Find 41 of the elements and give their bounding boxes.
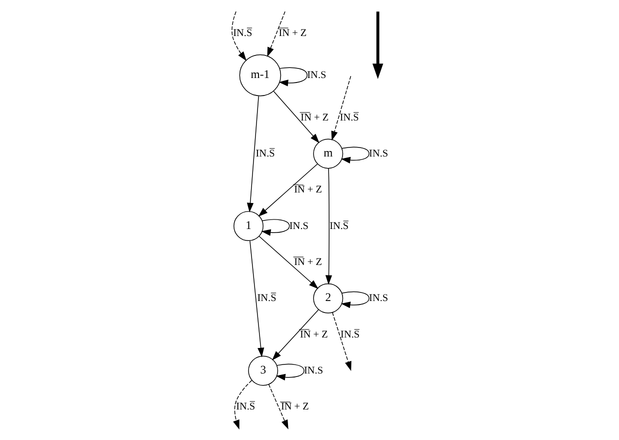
node-circle: m	[312, 138, 343, 169]
edge-label: I̅N̅ + Z	[278, 28, 306, 39]
arrow	[260, 219, 290, 236]
arrow	[268, 384, 288, 430]
node-circle: m-1	[238, 54, 281, 96]
edge-label: I̅N̅ + Z	[300, 112, 328, 124]
arrow	[332, 312, 351, 371]
edge-label: I̅N̅ + Z	[280, 402, 308, 413]
edge-label: IN.S	[288, 220, 308, 232]
node-circle: 2	[312, 283, 343, 314]
edge-label: I̅N̅ + Z	[294, 256, 322, 268]
arrow	[272, 90, 319, 144]
arrow	[275, 364, 304, 381]
node-circle: 3	[248, 356, 278, 386]
arrow	[232, 380, 252, 430]
arrow	[272, 309, 318, 360]
edge-label: IN.S	[368, 293, 388, 304]
edge-label: IN.S̅	[232, 28, 252, 39]
arrow	[246, 96, 258, 212]
arrow	[249, 240, 264, 358]
edge-label: IN.S̅	[340, 329, 360, 340]
edge-label: IN.S̅	[255, 148, 274, 160]
edge-label: IN.S̅	[236, 402, 255, 413]
edge-label: I̅N̅ + Z	[299, 329, 328, 340]
arrow	[330, 76, 351, 141]
arrow	[231, 11, 246, 61]
edge-label: IN.S̅	[329, 220, 348, 232]
arrow	[324, 168, 332, 285]
arrow	[258, 236, 318, 289]
edge-label: IN.S	[368, 148, 388, 160]
edge-label: IN.S	[306, 70, 326, 82]
arrow	[258, 164, 318, 217]
arrow	[266, 11, 285, 57]
node-circle: 1	[233, 211, 263, 242]
arrow	[340, 291, 369, 308]
arrow	[340, 146, 369, 164]
edge-label: IN.S̅	[339, 112, 358, 124]
edge-label: I̅N̅ + Z	[294, 184, 322, 196]
edge-label: IN.S	[304, 365, 323, 376]
arrow	[278, 67, 308, 86]
edge-label: IN.S̅	[256, 293, 276, 304]
